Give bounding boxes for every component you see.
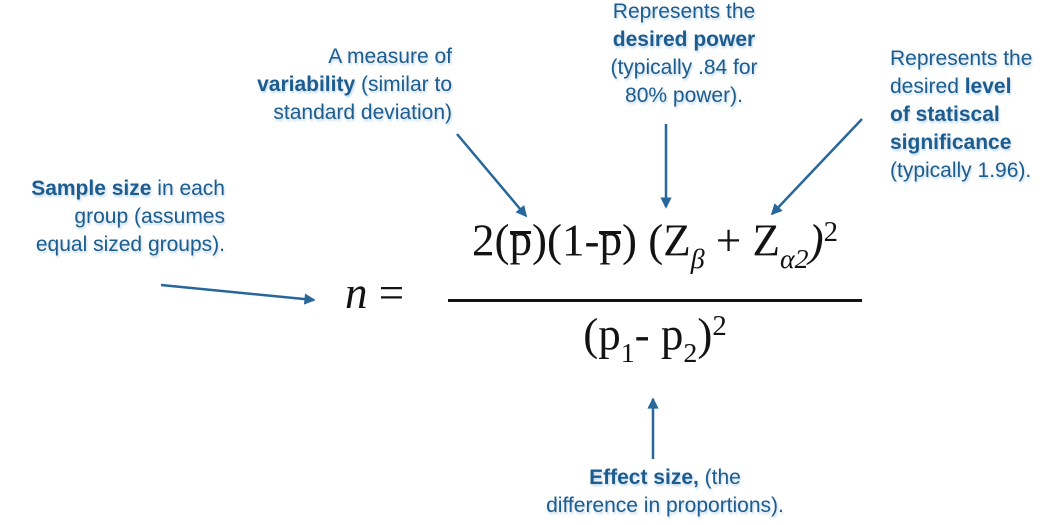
- formula-denominator-token: - p: [634, 309, 684, 360]
- formula-numerator-token: α2: [779, 243, 809, 275]
- annotation-desired-power-text: Represents the: [612, 0, 756, 23]
- annotation-desired-power-line: 80% power).: [584, 82, 784, 110]
- fraction-bar: [448, 299, 862, 302]
- formula-numerator: 2(p)(1-p) (Zβ + Zα2)2: [448, 218, 862, 274]
- variability-arrow: [456, 133, 528, 218]
- annotation-sample-size-text: group (assumes: [74, 205, 225, 228]
- annotation-significance-line: Represents the: [890, 45, 1058, 73]
- formula-numerator-token: )(1-: [532, 215, 600, 266]
- arrow-lines: [160, 118, 863, 459]
- formula-lhs: n =: [345, 271, 415, 316]
- annotation-effect-size-text: (the: [698, 466, 741, 489]
- formula-denominator-token: 2: [683, 337, 698, 369]
- annotation-variability-line: variability (similar to: [212, 71, 452, 99]
- annotation-sample-size-line: group (assumes: [0, 203, 225, 231]
- annotation-significance-line: desired level: [890, 73, 1058, 101]
- formula-numerator-token: β: [690, 243, 705, 275]
- formula-denominator-token: (p: [583, 309, 621, 360]
- annotation-sample-size-text: equal sized groups).: [35, 233, 225, 256]
- formula-numerator-token: p: [509, 215, 532, 266]
- significance-arrow: [770, 118, 863, 216]
- formula-numerator-token: Z: [752, 215, 780, 266]
- annotation-effect-size-text: difference in proportions).: [546, 494, 784, 517]
- formula-numerator-token: 2: [823, 216, 838, 248]
- annotation-variability-text: (similar to: [355, 73, 452, 96]
- annotation-variability-text: variability: [257, 73, 356, 96]
- annotation-desired-power-line: desired power: [584, 26, 784, 54]
- annotation-significance-text: level: [964, 75, 1012, 98]
- annotation-effect-size-text: Effect size,: [589, 466, 699, 489]
- formula-lhs-token: =: [367, 268, 416, 318]
- formula-numerator-token: ): [808, 215, 824, 266]
- annotation-significance-text: significance: [890, 131, 1012, 154]
- annotation-significance-text: (typically 1.96).: [890, 159, 1032, 182]
- formula-numerator-token: 2(: [472, 215, 510, 266]
- annotation-desired-power-text: desired power: [612, 28, 756, 51]
- formula-lhs-token: n: [345, 268, 368, 318]
- annotation-significance-line: significance: [890, 129, 1058, 157]
- formula-numerator-token: p: [599, 215, 622, 266]
- annotation-variability-line: standard deviation): [212, 99, 452, 127]
- annotation-significance-line: (typically 1.96).: [890, 157, 1058, 185]
- annotation-variability-line: A measure of: [212, 43, 452, 71]
- annotation-sample-size-line: equal sized groups).: [0, 231, 225, 259]
- annotation-significance-text: desired: [890, 75, 965, 98]
- annotation-effect-size-line: Effect size, (the: [500, 464, 830, 492]
- annotation-variability-text: standard deviation): [273, 101, 452, 124]
- formula-denominator-token: 2: [712, 310, 727, 342]
- annotation-variability-text: A measure of: [328, 45, 452, 68]
- annotation-sample-size-text: Sample size: [31, 177, 152, 200]
- annotation-sample-size-line: Sample size in each: [0, 175, 225, 203]
- sample-size-arrow: [160, 283, 316, 305]
- formula-numerator-token: +: [704, 215, 753, 266]
- formula-denominator-token: ): [697, 309, 713, 360]
- annotation-desired-power-line: Represents the: [584, 0, 784, 26]
- annotation-effect-size-line: difference in proportions).: [500, 492, 830, 520]
- annotation-significance-line: of statiscal: [890, 101, 1058, 129]
- annotation-significance-text: Represents the: [890, 47, 1033, 70]
- annotation-sample-size-text: in each: [151, 177, 225, 200]
- annotation-desired-power-line: (typically .84 for: [584, 54, 784, 82]
- formula-numerator-token: ) (Z: [621, 215, 691, 266]
- annotation-significance-text: of statiscal: [890, 103, 1000, 126]
- annotation-desired-power-text: (typically .84 for: [610, 56, 758, 79]
- formula-denominator: (p1- p2)2: [448, 312, 862, 368]
- formula-denominator-token: 1: [620, 337, 635, 369]
- annotation-desired-power-text: 80% power).: [625, 84, 743, 107]
- annotation-desired-power: Represents the desired power (typically .8…: [584, 0, 784, 110]
